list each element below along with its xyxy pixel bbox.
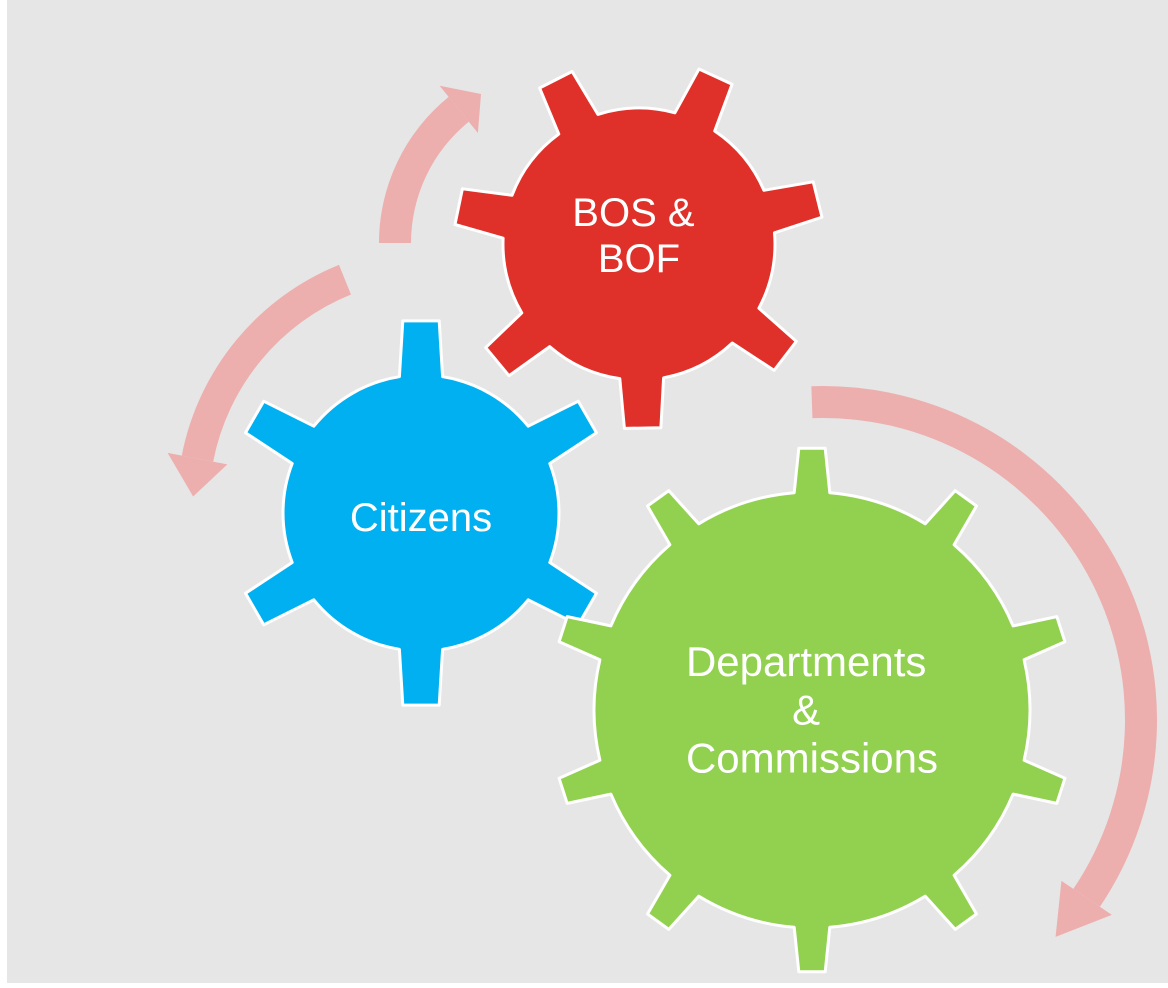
gear-citizens-label: Citizens xyxy=(350,496,492,540)
gear-departments-commissions-shape xyxy=(557,446,1067,974)
gear-bos-bof-line-1: BOS & xyxy=(572,191,695,235)
arrow-back-to-citizens-body xyxy=(181,264,351,462)
gear-departments-commissions-line-1: Departments xyxy=(686,638,926,685)
arrow-bos-to-departments-body xyxy=(811,386,1158,907)
gear-citizens-shape xyxy=(244,319,598,707)
gear-departments-commissions-line-3: Commissions xyxy=(686,735,938,782)
arrow-citizens-to-bos-head xyxy=(439,85,481,133)
gear-departments-commissions: Departments & Commissions xyxy=(557,446,1067,974)
gear-citizens-line-1: Citizens xyxy=(350,496,492,540)
gear-departments-commissions-label: Departments & Commissions xyxy=(686,638,938,782)
gear-bos-bof-shape xyxy=(453,67,824,430)
gear-bos-bof-label: BOS & BOF xyxy=(572,191,705,281)
arrow-back-to-citizens-head xyxy=(167,452,228,497)
arrow-citizens-to-bos-body xyxy=(379,96,469,243)
gear-departments-commissions-line-2: & xyxy=(792,686,820,733)
arrows-layer xyxy=(167,85,1158,937)
gear-bos-bof: BOS & BOF xyxy=(453,67,824,430)
gear-citizens: Citizens xyxy=(244,319,598,707)
gear-bos-bof-line-2: BOF xyxy=(598,237,680,281)
arrow-bos-to-departments-head xyxy=(1055,880,1112,937)
